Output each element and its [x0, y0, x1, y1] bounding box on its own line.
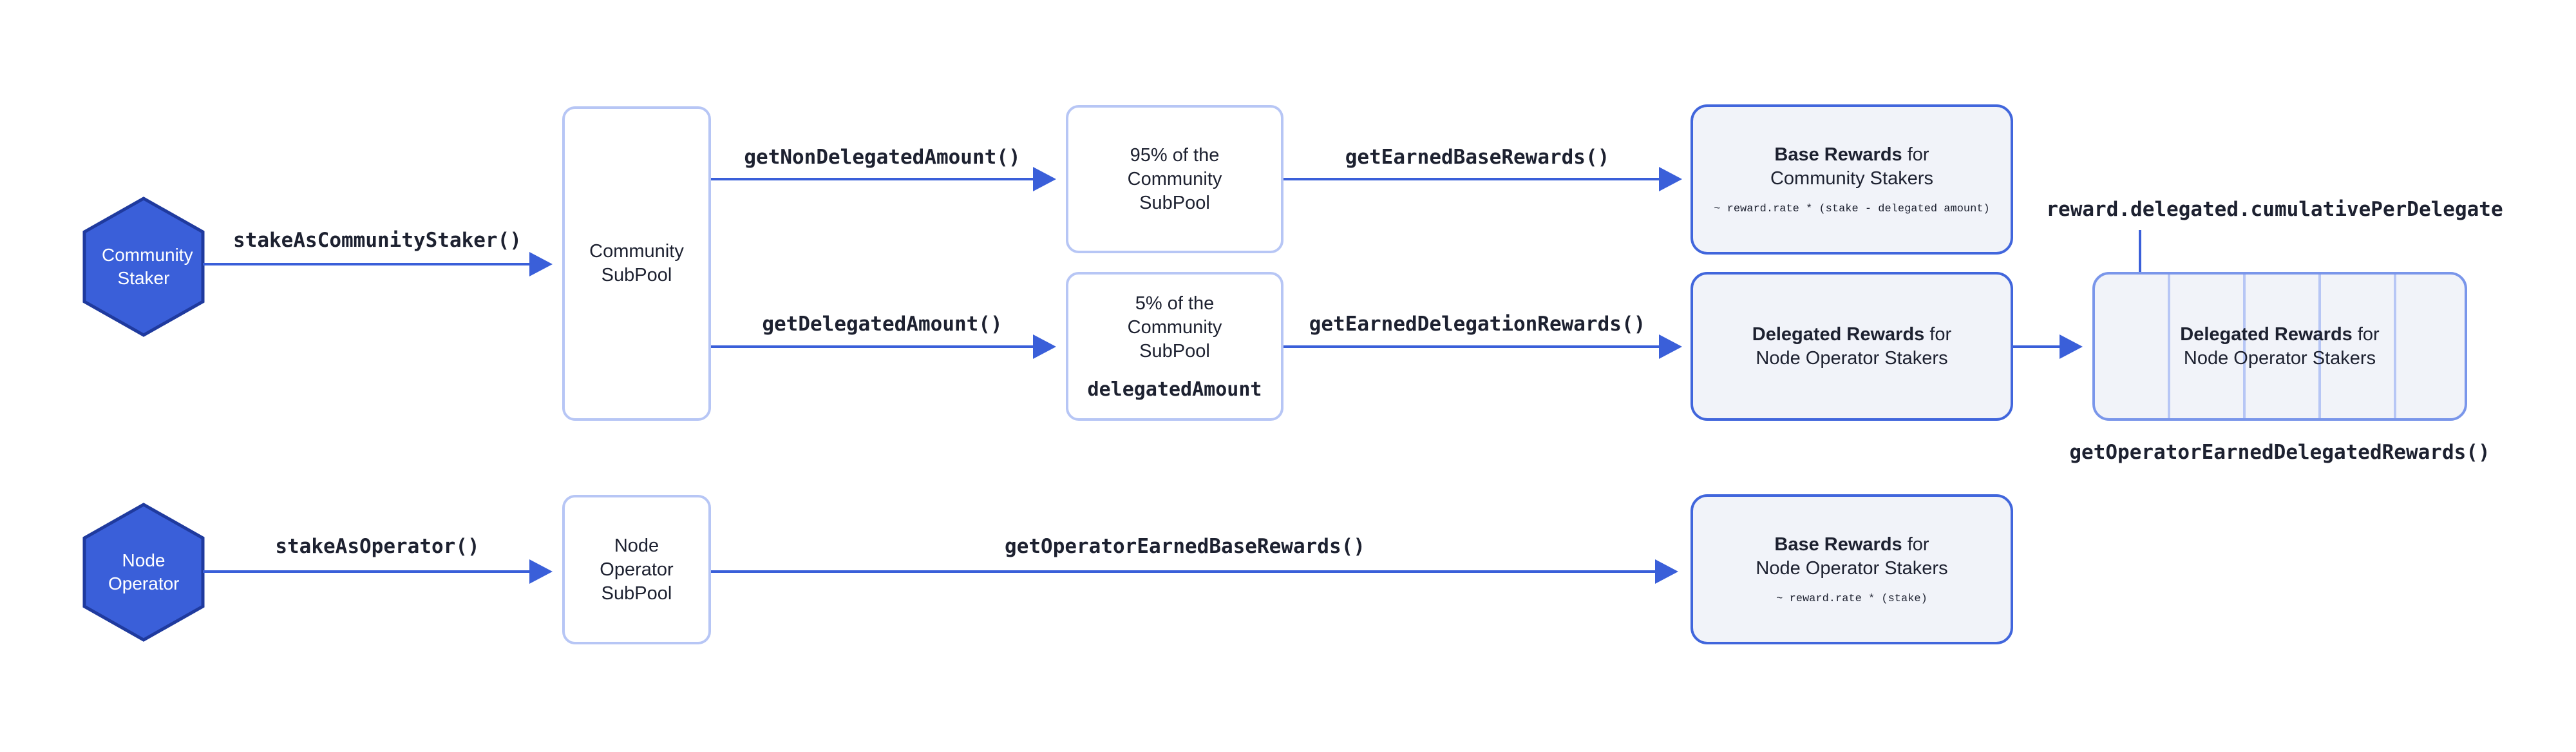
node-operator-hexagon: [82, 503, 205, 642]
node-operator-label: Node Operator: [84, 538, 203, 606]
community-staker-text: Community Staker: [102, 245, 193, 288]
operator-subpool-text: Node Operator SubPool: [600, 535, 674, 604]
arrow-head-earned-delegation: [1659, 334, 1682, 359]
delegated-rewards-box: Delegated Rewards for Node Operator Stak…: [1690, 272, 2013, 421]
arrow-head-per-operator: [2060, 334, 2083, 359]
community-subpool-text: Community SubPool: [589, 241, 684, 285]
base-rewards-community-title: Base Rewards for: [1774, 143, 1929, 167]
delegated-rewards-per-operator-for: for: [2352, 323, 2380, 345]
operator-strip-divider: [2168, 275, 2170, 418]
fn-get-earned-delegation: getEarnedDelegationRewards(): [1309, 313, 1646, 336]
delegated-rewards-per-operator-subtitle: Node Operator Stakers: [2183, 347, 2376, 369]
fn-get-operator-earned-delegated: getOperatorEarnedDelegatedRewards(): [2069, 441, 2490, 464]
community-staker-label: Community Staker: [84, 232, 203, 302]
base-rewards-operator-subtitle: Node Operator Stakers: [1756, 557, 1948, 579]
base-rewards-operator-formula: ~ reward.rate * (stake): [1776, 592, 1927, 605]
fn-stake-operator: stakeAsOperator(): [275, 535, 480, 558]
base-rewards-community-formula: ~ reward.rate * (stake - delegated amoun…: [1714, 202, 1990, 215]
delegated-rewards-per-operator-title: Delegated Rewards for: [2180, 323, 2379, 347]
base-rewards-community-bold: Base Rewards: [1774, 144, 1902, 165]
community-staker-hexagon: [82, 197, 205, 337]
operator-subpool-box: Node Operator SubPool: [562, 495, 711, 644]
base-rewards-operator-for: for: [1902, 534, 1929, 555]
operator-strip-divider: [2243, 275, 2246, 418]
fn-get-delegated: getDelegatedAmount(): [762, 313, 1003, 336]
base-rewards-community-box: Base Rewards for Community Stakers ~ rew…: [1690, 104, 2013, 255]
fn-get-non-delegated: getNonDelegatedAmount(): [744, 146, 1021, 169]
base-rewards-operator-title: Base Rewards for: [1774, 533, 1929, 557]
fn-cumulative-per-delegate: reward.delegated.cumulativePerDelegate: [2046, 198, 2503, 221]
arrow-head-stake-community: [529, 252, 553, 276]
delegated-rewards-for: for: [1924, 323, 1952, 345]
base-rewards-community-subtitle: Community Stakers: [1770, 168, 1933, 189]
arrow-head-operator-base: [1655, 559, 1678, 584]
base-rewards-community-for: for: [1902, 144, 1929, 165]
non-delegated-portion-box: 95% of the Community SubPool: [1066, 105, 1283, 253]
delegated-rewards-per-operator-bold: Delegated Rewards: [2180, 323, 2353, 345]
node-operator-text: Node Operator: [108, 550, 180, 593]
delegated-rewards-per-operator-box: Delegated Rewards for Node Operator Stak…: [2092, 272, 2467, 421]
non-delegated-portion-text: 95% of the Community SubPool: [1127, 144, 1222, 213]
arrow-head-stake-operator: [529, 559, 553, 584]
arrow-head-non-delegated: [1033, 167, 1056, 191]
delegated-rewards-bold: Delegated Rewards: [1752, 323, 1925, 345]
community-subpool-box: Community SubPool: [562, 106, 711, 421]
fn-stake-community: stakeAsCommunityStaker(): [233, 229, 522, 252]
arrow-head-earned-base: [1659, 167, 1682, 191]
arrow-head-delegated: [1033, 334, 1056, 359]
delegated-portion-text: 5% of the Community SubPool: [1127, 293, 1222, 362]
delegated-amount-var: delegatedAmount: [1087, 378, 1262, 401]
base-rewards-operator-box: Base Rewards for Node Operator Stakers ~…: [1690, 494, 2013, 644]
operator-strip-divider: [2394, 275, 2396, 418]
delegated-portion-box: 5% of the Community SubPool delegatedAmo…: [1066, 272, 1283, 421]
delegated-rewards-per-operator-text: Delegated Rewards for Node Operator Stak…: [2095, 275, 2465, 418]
fn-get-operator-earned-base: getOperatorEarnedBaseRewards(): [1005, 535, 1365, 558]
fn-get-earned-base: getEarnedBaseRewards(): [1345, 146, 1610, 169]
operator-strip-divider: [2318, 275, 2321, 418]
delegated-rewards-title: Delegated Rewards for: [1752, 323, 1951, 347]
delegated-rewards-subtitle: Node Operator Stakers: [1756, 347, 1948, 369]
base-rewards-operator-bold: Base Rewards: [1774, 534, 1902, 555]
